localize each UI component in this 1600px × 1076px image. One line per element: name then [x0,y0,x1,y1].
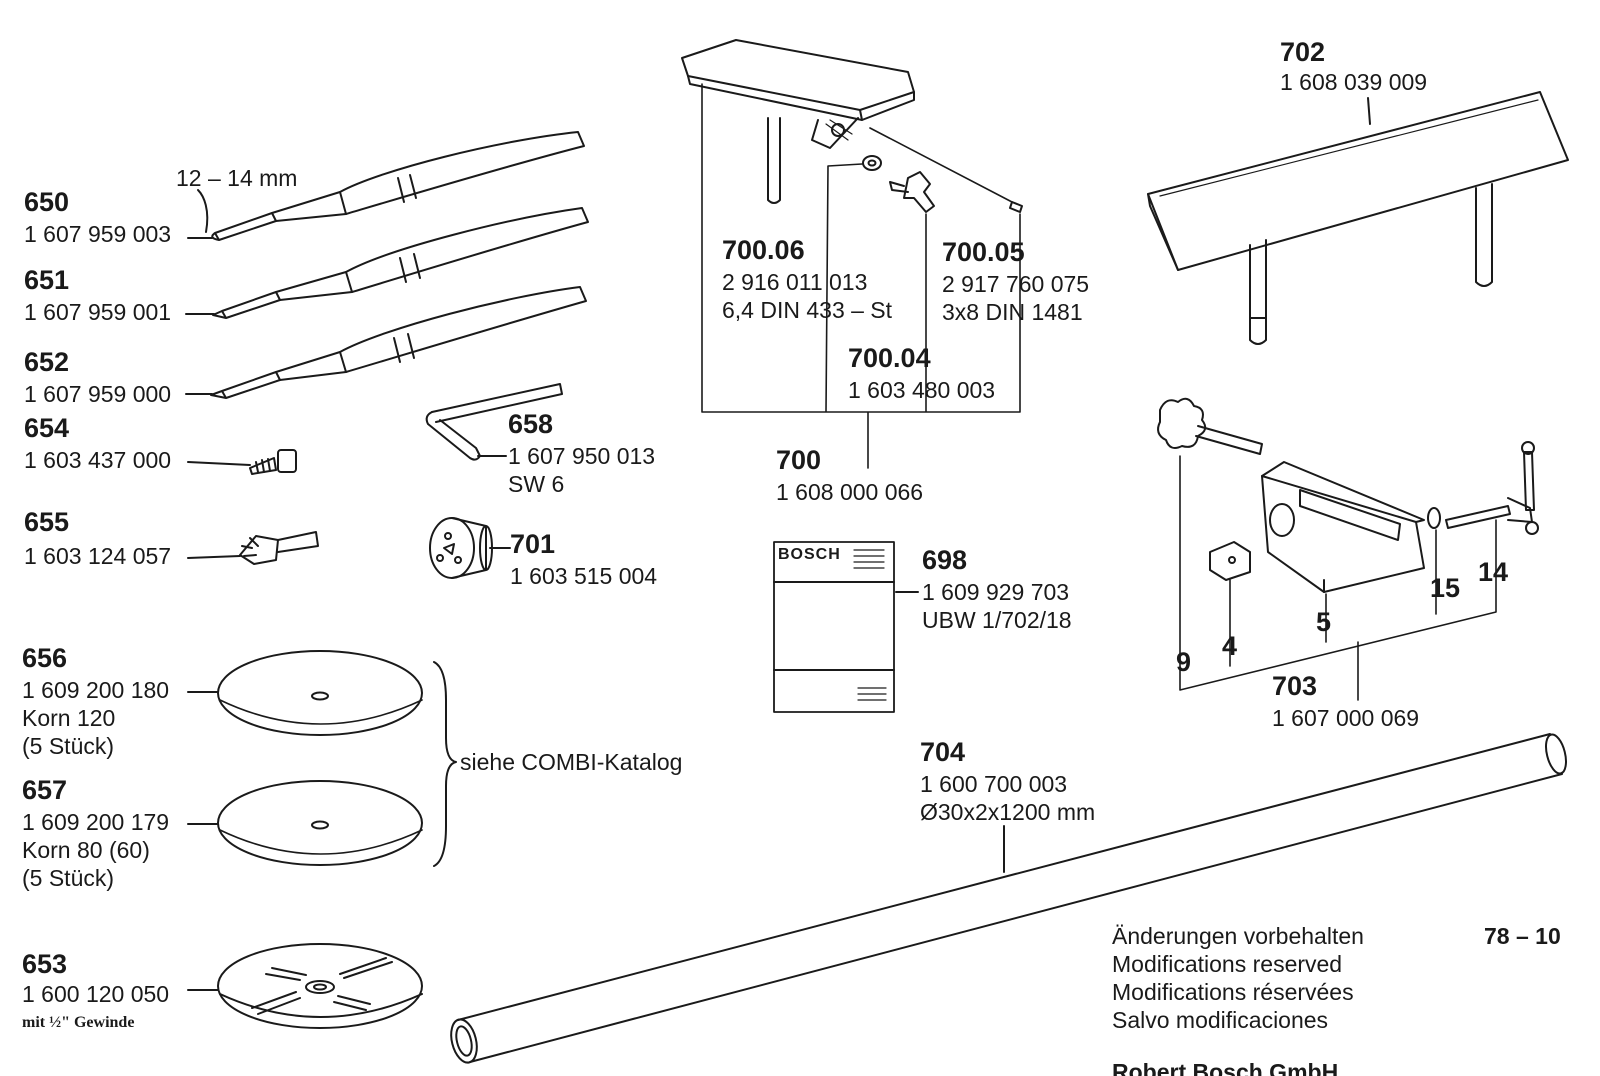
part-number-653: 653 [22,949,68,979]
order-number-700-04: 1 603 480 003 [848,377,996,403]
leader-654 [188,462,250,465]
tool-rest-700-icon [682,40,914,203]
leader-655 [188,556,240,558]
order-number-704: 1 600 700 003 [920,771,1068,797]
clamp-body-5-icon [1262,462,1424,592]
order-number-658: 1 607 950 013 [508,443,656,469]
part-number-657: 657 [22,775,68,805]
page-number: 78 – 10 [1484,923,1561,949]
washer-700-06-icon [863,156,881,170]
wing-bolt-700-04-icon [890,172,934,212]
dimensions-704: Ø30x2x1200 mm [920,799,1096,825]
order-number-700-05: 2 917 760 075 [942,271,1090,297]
chisel-652-icon [211,287,586,398]
qty-656: (5 Stück) [22,733,115,759]
leader-650 [188,190,212,238]
part-number-700: 700 [776,445,822,475]
hand-rest-702-icon [1148,92,1568,344]
part-number-698: 698 [922,545,968,575]
sub-item-15: 15 [1430,573,1461,603]
sliding-block-4-icon [1210,542,1250,580]
manual-698-icon [774,542,894,712]
thread-653: mit ½" Gewinde [22,1014,135,1031]
order-number-655: 1 603 124 057 [24,543,172,569]
company-name: Robert Bosch GmbH [1112,1060,1339,1076]
part-number-704: 704 [920,737,966,767]
part-number-656: 656 [22,643,68,673]
doc-code-698: UBW 1/702/18 [922,607,1072,633]
size-658: SW 6 [508,471,565,497]
part-number-702: 702 [1280,37,1326,67]
sub-item-5: 5 [1316,607,1332,637]
knob-701-icon [430,518,492,578]
footer-line-fr: Modifications réservées [1112,979,1354,1005]
spec-700-05: 3x8 DIN 1481 [942,299,1083,325]
dimension-650: 12 – 14 mm [176,165,298,191]
order-number-702: 1 608 039 009 [1280,69,1428,95]
chisel-651-icon [213,208,588,318]
sanding-disc-657-icon [218,781,422,865]
tube-704-icon [447,732,1570,1065]
order-number-656: 1 609 200 180 [22,677,170,703]
grit-656: Korn 120 [22,705,116,731]
spur-center-655-icon [240,532,318,564]
order-number-700-06: 2 916 011 013 [722,269,868,295]
sanding-disc-656-icon [218,651,422,735]
part-number-658: 658 [508,409,554,439]
part-number-650: 650 [24,187,70,217]
order-number-653: 1 600 120 050 [22,981,170,1007]
part-number-655: 655 [24,507,70,537]
star-knob-9-icon [1158,399,1262,454]
order-number-657: 1 609 200 179 [22,809,170,835]
spec-700-06: 6,4 DIN 433 – St [722,297,893,323]
part-number-701: 701 [510,529,556,559]
order-number-654: 1 603 437 000 [24,447,172,473]
order-number-703: 1 607 000 069 [1272,705,1420,731]
part-number-700-06: 700.06 [722,235,805,265]
combi-brace [434,662,456,866]
order-number-651: 1 607 959 001 [24,299,172,325]
pin-700-05-icon [1010,202,1022,212]
part-number-652: 652 [24,347,70,377]
washer-15-icon [1428,508,1440,528]
order-number-701: 1 603 515 004 [510,563,658,589]
order-number-652: 1 607 959 000 [24,381,172,407]
qty-657: (5 Stück) [22,865,115,891]
part-number-703: 703 [1272,671,1318,701]
leaders-703 [1180,456,1496,700]
manual-brand-logo: BOSCH [778,546,841,563]
footer-line-es: Salvo modificaciones [1112,1007,1329,1033]
part-number-651: 651 [24,265,70,295]
leaders-700 [702,84,1020,468]
order-number-650: 1 607 959 003 [24,221,172,247]
sub-item-4: 4 [1222,631,1238,661]
footer-line-en: Modifications reserved [1112,951,1343,977]
order-number-700: 1 608 000 066 [776,479,924,505]
leader-702 [1368,98,1370,124]
sub-item-14: 14 [1478,557,1509,587]
part-number-700-05: 700.05 [942,237,1025,267]
footer-line-de: Änderungen vorbehalten [1112,923,1364,949]
grit-657: Korn 80 (60) [22,837,150,863]
order-number-698: 1 609 929 703 [922,579,1070,605]
part-number-700-04: 700.04 [848,343,931,373]
combi-catalog-note: siehe COMBI-Katalog [460,749,683,775]
t-bolt-14-icon [1446,442,1538,534]
part-number-654: 654 [24,413,70,443]
faceplate-653-icon [218,944,422,1028]
screw-654-icon [250,450,296,474]
sub-item-9: 9 [1176,647,1192,677]
hex-key-658-icon [427,384,562,460]
